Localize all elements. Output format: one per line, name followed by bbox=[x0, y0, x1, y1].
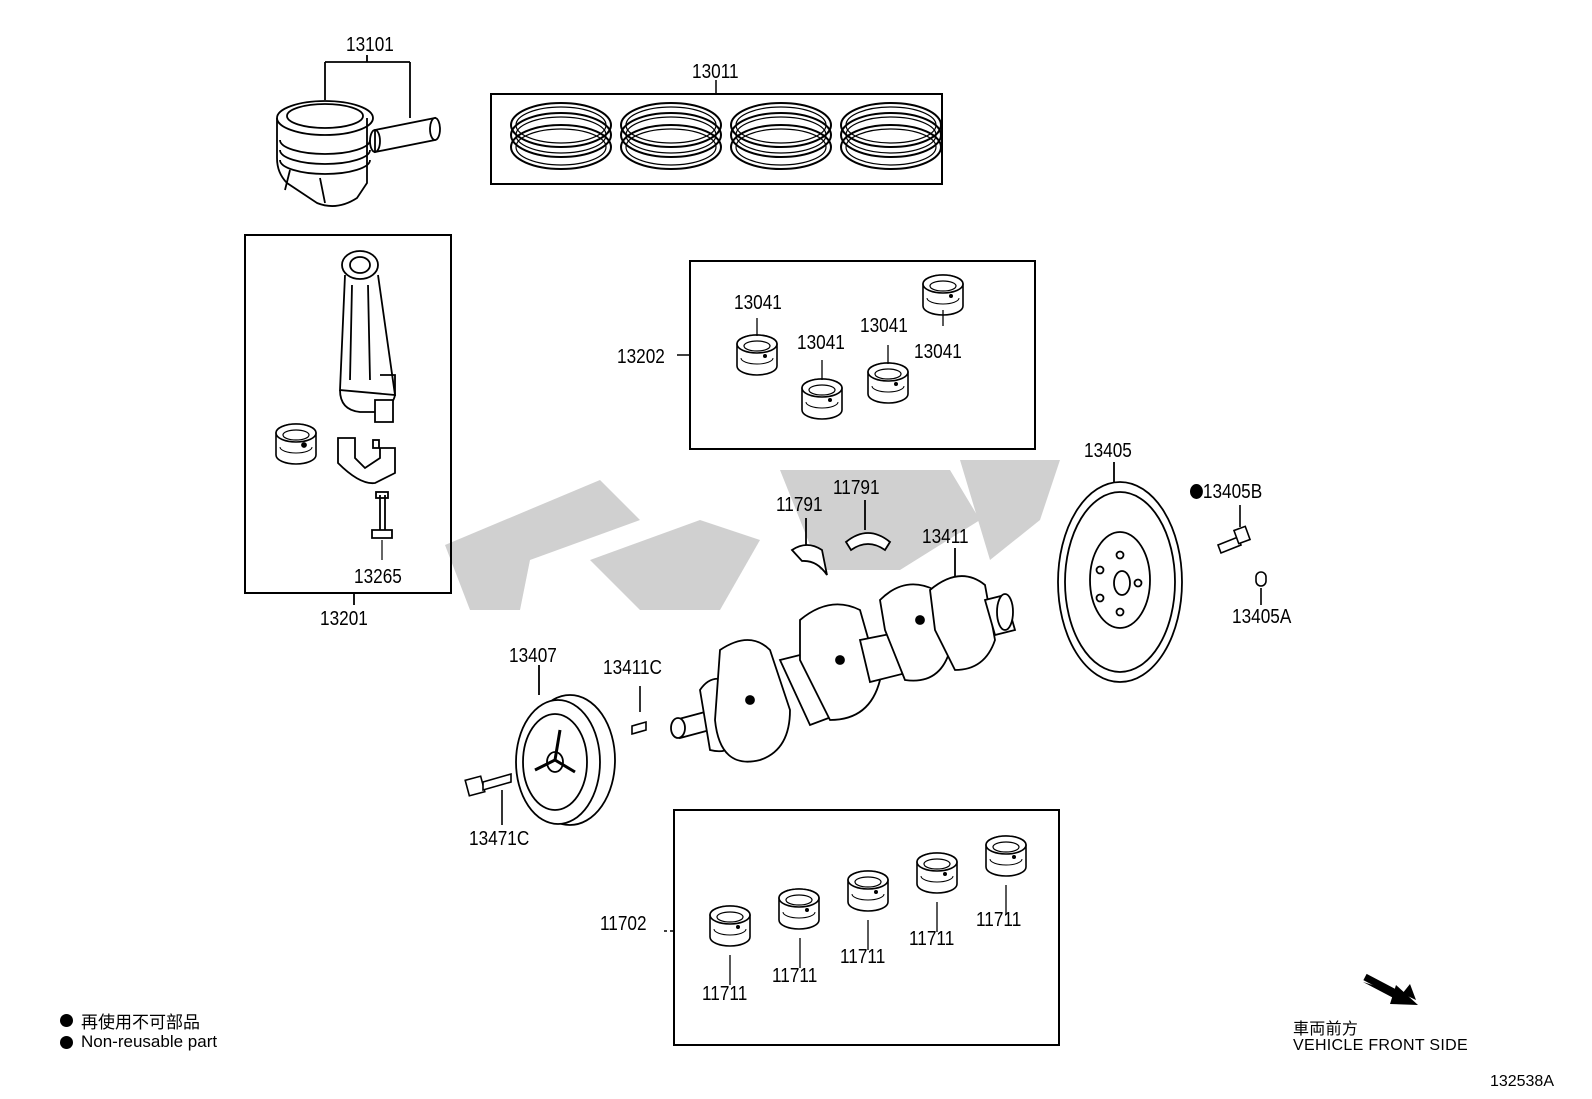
bolt-13405b bbox=[1216, 505, 1252, 555]
flywheel-13405 bbox=[1057, 462, 1183, 683]
label-13041-b: 13041 bbox=[797, 332, 845, 354]
pulley-13407 bbox=[515, 665, 616, 826]
label-13411c: 13411C bbox=[603, 657, 662, 679]
legend-jp-text: 再使用不可部品 bbox=[81, 1013, 200, 1032]
vehicle-front-arrow-icon bbox=[1363, 973, 1418, 1005]
piston-rings-13011 bbox=[490, 80, 943, 185]
label-13041-c: 13041 bbox=[860, 315, 908, 337]
main-bearings-11702 bbox=[664, 809, 1060, 1046]
diagram-code: 132538A bbox=[1489, 1073, 1554, 1090]
legend-jp: 再使用不可部品 bbox=[60, 1008, 200, 1033]
conrod-bearings-13202 bbox=[677, 260, 1036, 450]
pin-13405a bbox=[1255, 571, 1267, 605]
label-11711-d: 11711 bbox=[909, 928, 955, 950]
label-13201: 13201 bbox=[320, 608, 368, 630]
label-11791-a: 11791 bbox=[776, 494, 823, 516]
piston-13101 bbox=[276, 55, 441, 207]
label-13405a: 13405A bbox=[1232, 606, 1292, 628]
label-13041-d: 13041 bbox=[914, 341, 962, 363]
label-11711-e: 11711 bbox=[976, 909, 1022, 931]
crankshaft-13411 bbox=[670, 548, 1017, 763]
label-13202: 13202 bbox=[617, 346, 665, 368]
label-13405b-text: 13405B bbox=[1202, 481, 1263, 503]
label-11711-a: 11711 bbox=[702, 983, 748, 1005]
label-11791-b: 11791 bbox=[833, 477, 880, 499]
label-13411: 13411 bbox=[922, 526, 969, 548]
front-side-en: VEHICLE FRONT SIDE bbox=[1293, 1037, 1468, 1054]
bolt-13471c bbox=[464, 772, 512, 825]
label-13471c: 13471C bbox=[469, 828, 530, 850]
label-13041-a: 13041 bbox=[734, 292, 782, 314]
legend-en-text: Non-reusable part bbox=[81, 1032, 218, 1051]
label-13405: 13405 bbox=[1084, 440, 1132, 462]
label-11711-b: 11711 bbox=[772, 965, 818, 987]
non-reusable-dot-icon bbox=[60, 1035, 73, 1049]
non-reusable-dot-icon bbox=[60, 1014, 73, 1027]
key-13411c bbox=[631, 686, 647, 736]
non-reusable-dot-icon bbox=[1190, 484, 1203, 499]
thrust-washers-11791 bbox=[790, 500, 892, 576]
label-13101: 13101 bbox=[346, 34, 394, 56]
label-13265: 13265 bbox=[354, 566, 402, 588]
label-11711-c: 11711 bbox=[840, 946, 886, 968]
connecting-rod-13201 bbox=[244, 234, 452, 605]
label-11702: 11702 bbox=[600, 913, 647, 935]
watermark bbox=[445, 460, 1060, 610]
label-13011: 13011 bbox=[692, 61, 739, 83]
label-13407: 13407 bbox=[509, 645, 557, 667]
front-side-jp: 車両前方 bbox=[1293, 1021, 1359, 1038]
legend-en: Non-reusable part bbox=[60, 1032, 217, 1052]
label-13405b: 13405B bbox=[1190, 481, 1262, 504]
